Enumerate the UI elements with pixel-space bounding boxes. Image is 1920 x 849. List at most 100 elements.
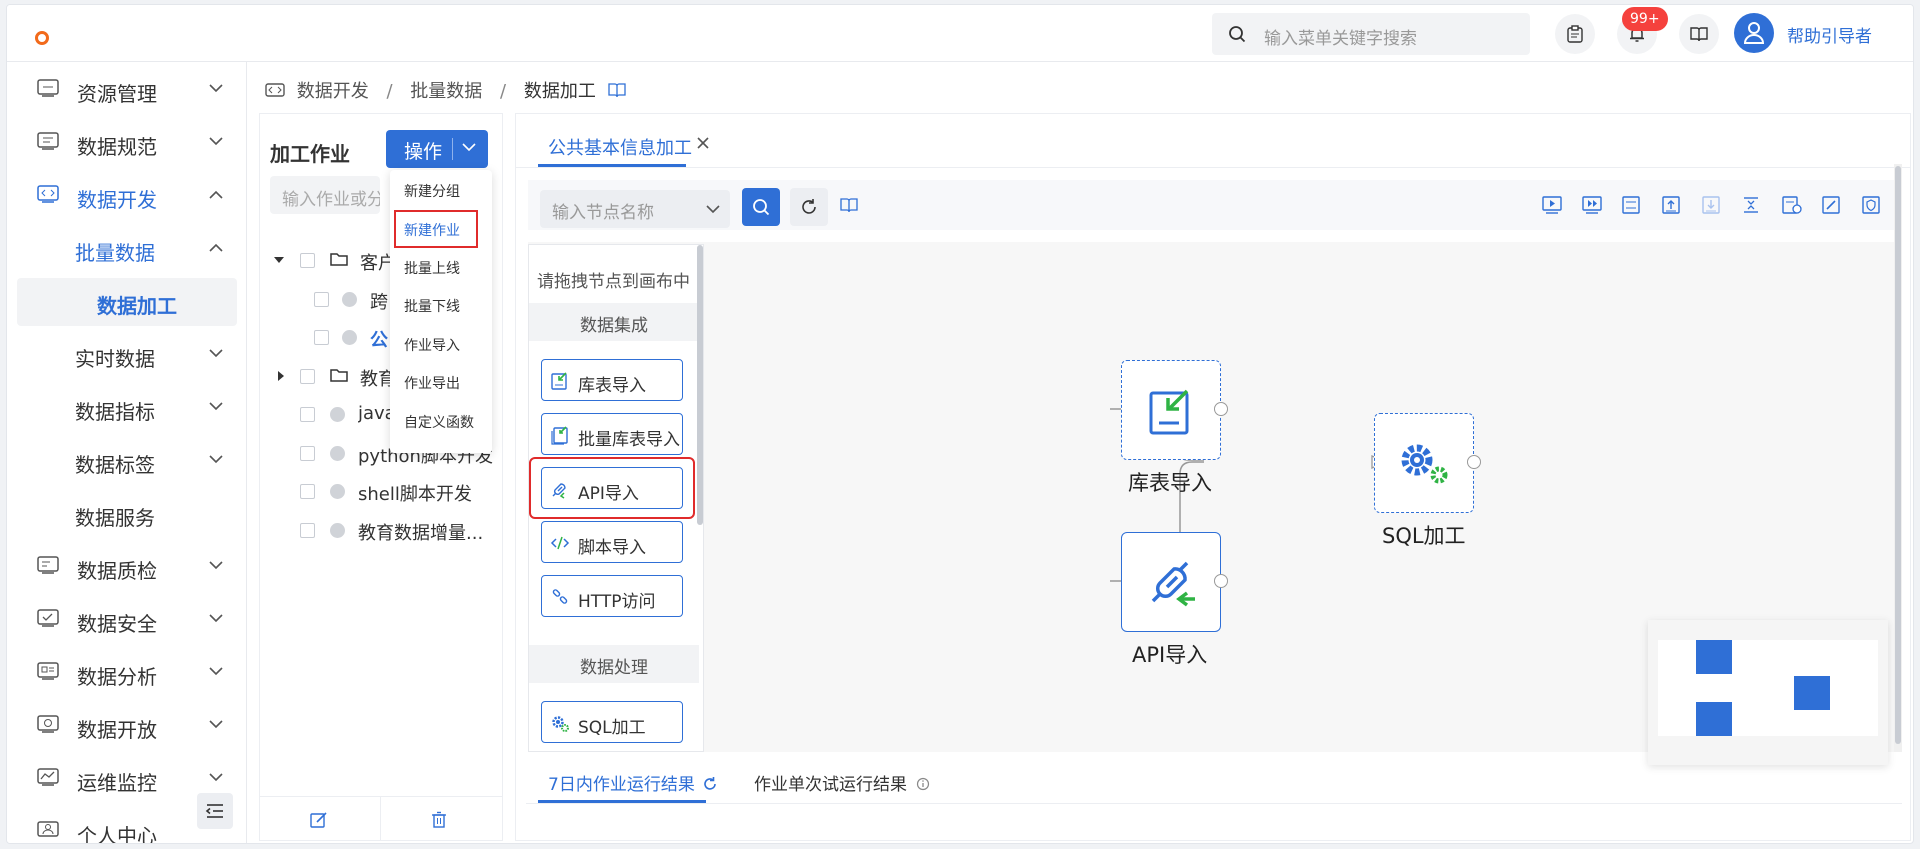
canvas-node-api-import[interactable]: [1121, 532, 1221, 632]
tree-item[interactable]: 教育数据增量...: [260, 516, 504, 546]
palette-item-sql-processing[interactable]: SQL加工: [541, 701, 683, 743]
menu-item-batch-online[interactable]: 批量上线: [390, 248, 492, 286]
edit-icon[interactable]: [310, 811, 328, 829]
minimap-viewport: [1658, 640, 1878, 736]
main-scrollbar[interactable]: [1894, 164, 1902, 752]
menu-item-new-job[interactable]: 新建作业: [394, 210, 478, 248]
sidebar-item-metrics[interactable]: 数据指标: [17, 384, 237, 432]
menu-item-batch-offline[interactable]: 批量下线: [390, 286, 492, 324]
node-port[interactable]: [1214, 402, 1228, 416]
menu-item-custom-function[interactable]: 自定义函数: [390, 402, 492, 440]
tree-checkbox[interactable]: [300, 446, 315, 461]
tree-checkbox[interactable]: [300, 253, 315, 268]
node-search-button[interactable]: [742, 188, 780, 226]
minimap[interactable]: [1648, 620, 1888, 765]
job-search-input[interactable]: 输入作业或分组: [270, 176, 380, 214]
sidebar-item-analysis[interactable]: 数据分析: [17, 649, 237, 697]
sidebar-item-label: 数据标签: [75, 453, 155, 477]
run-from-icon[interactable]: [1582, 196, 1602, 214]
table-import-icon: [551, 372, 567, 390]
tree-item[interactable]: shell脚本开发: [260, 477, 504, 507]
tree-checkbox[interactable]: [300, 369, 315, 384]
caret-right-icon[interactable]: [276, 371, 286, 381]
canvas-node-sql-processing[interactable]: [1374, 413, 1474, 513]
tree-item[interactable]: 公: [260, 323, 504, 353]
palette-item-script-import[interactable]: 脚本导入: [541, 521, 683, 563]
sidebar-item-resource[interactable]: 资源管理: [17, 66, 237, 114]
node-name-select[interactable]: 输入节点名称: [540, 190, 730, 228]
node-port[interactable]: [1467, 455, 1481, 469]
sidebar-item-quality[interactable]: 数据质检: [17, 543, 237, 591]
breadcrumb-separator: /: [386, 81, 393, 102]
book-icon[interactable]: [607, 82, 626, 98]
book-icon[interactable]: [840, 197, 858, 213]
task-list-button[interactable]: [1555, 14, 1595, 54]
tree-item[interactable]: java: [260, 400, 504, 430]
run-icon[interactable]: [1542, 196, 1562, 214]
docs-button[interactable]: [1679, 14, 1719, 54]
job-status-dot: [330, 523, 345, 538]
tab-7day-results[interactable]: 7日内作业运行结果: [548, 770, 718, 795]
book-icon: [1690, 27, 1708, 42]
sidebar-item-spec[interactable]: 数据规范: [17, 119, 237, 167]
menu-item-job-import[interactable]: 作业导入: [390, 325, 492, 363]
sidebar-item-label: 数据质检: [77, 559, 157, 583]
sidebar-item-realtime[interactable]: 实时数据: [17, 331, 237, 379]
minimap-node: [1696, 702, 1732, 736]
tree-checkbox[interactable]: [300, 407, 315, 422]
sidebar-collapse-button[interactable]: [197, 793, 233, 829]
menu-search-box[interactable]: 输入菜单关键字搜索: [1212, 13, 1530, 55]
avatar[interactable]: [1734, 13, 1774, 53]
palette-scrollbar[interactable]: [697, 245, 703, 525]
sidebar-item-data-dev[interactable]: 数据开发: [17, 172, 237, 220]
schedule-icon[interactable]: [1782, 196, 1802, 214]
align-icon[interactable]: [1742, 196, 1760, 214]
sidebar-item-open[interactable]: 数据开放: [17, 702, 237, 750]
sidebar-item-monitor[interactable]: 运维监控: [17, 755, 237, 803]
sidebar-item-data-processing[interactable]: 数据加工: [17, 278, 237, 326]
caret-down-icon[interactable]: [274, 255, 284, 265]
upload-icon[interactable]: [1662, 196, 1680, 214]
refresh-icon[interactable]: [702, 776, 718, 792]
user-name[interactable]: 帮助引导者: [1787, 27, 1872, 47]
palette-section-processing: 数据处理: [529, 645, 699, 683]
canvas-node-table-import[interactable]: [1121, 360, 1221, 460]
palette-item-api-import[interactable]: API导入: [529, 457, 695, 519]
breadcrumb-item[interactable]: 批量数据: [410, 81, 483, 102]
tab-single-trial-results[interactable]: 作业单次试运行结果: [754, 770, 930, 795]
trash-icon[interactable]: [430, 811, 448, 829]
operate-button[interactable]: 操作: [386, 130, 488, 168]
refresh-button[interactable]: [790, 188, 828, 226]
open-icon: [37, 715, 59, 733]
palette-item-batch-table-import[interactable]: 批量库表导入: [541, 413, 683, 455]
tab-public-info[interactable]: 公共基本信息加工: [548, 138, 692, 159]
sidebar-item-batch-data[interactable]: 批量数据: [17, 225, 237, 273]
shield-icon[interactable]: [1862, 196, 1880, 214]
palette-item-table-import[interactable]: 库表导入: [541, 359, 683, 401]
sidebar-item-user-center[interactable]: 个人中心: [17, 808, 237, 843]
top-header: 输入菜单关键字搜索 99+ 帮助引导者: [7, 5, 1913, 62]
download-icon: [1702, 196, 1720, 214]
tree-checkbox[interactable]: [300, 484, 315, 499]
tree-checkbox[interactable]: [314, 292, 329, 307]
tree-checkbox[interactable]: [300, 523, 315, 538]
scroll-thumb[interactable]: [1895, 166, 1901, 744]
format-icon[interactable]: [1622, 196, 1640, 214]
tree-folder[interactable]: 客户: [260, 246, 504, 276]
close-icon[interactable]: [696, 136, 710, 150]
menu-item-new-group[interactable]: 新建分组: [390, 171, 492, 209]
job-search-placeholder: 输入作业或分组: [282, 190, 380, 210]
tree-item[interactable]: 跨: [260, 285, 504, 315]
palette-item-http-access[interactable]: HTTP访问: [541, 575, 683, 617]
sidebar-item-data-service[interactable]: 数据服务: [17, 490, 237, 538]
edit-icon[interactable]: [1822, 196, 1840, 214]
tree-checkbox[interactable]: [314, 330, 329, 345]
flow-canvas[interactable]: 请拖拽节点到画布中 数据集成 库表导入 批量库表导入 API导入: [528, 242, 1896, 765]
sidebar-item-security[interactable]: 数据安全: [17, 596, 237, 644]
node-port[interactable]: [1214, 574, 1228, 588]
sidebar-item-tags[interactable]: 数据标签: [17, 437, 237, 485]
menu-item-job-export[interactable]: 作业导出: [390, 363, 492, 401]
button-divider: [452, 138, 453, 160]
breadcrumb-item[interactable]: 数据开发: [296, 81, 369, 102]
tree-folder[interactable]: 教育: [260, 362, 504, 392]
